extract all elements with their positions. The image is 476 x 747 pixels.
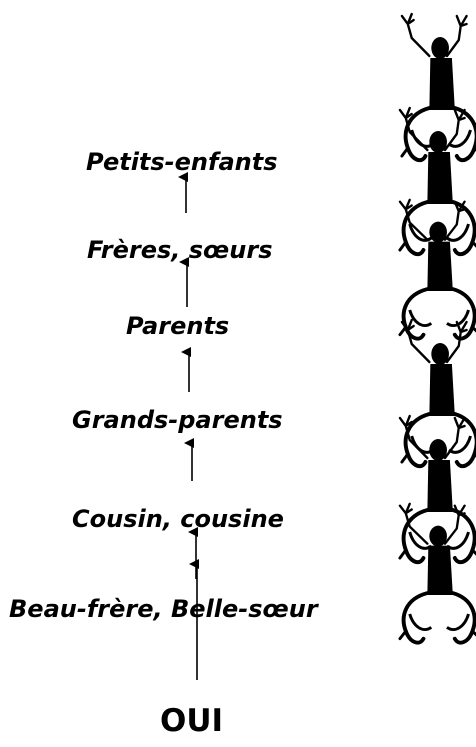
level-grands-parents: Grands-parents [72,406,283,434]
acrobat-figure-3 [397,197,476,341]
level-cousin-cousine: Cousin, cousine [72,505,284,533]
level-beau-frere-belle-soeur: Beau-frère, Belle-sœur [9,595,318,623]
answer-oui: OUI [160,703,224,739]
level-petits-enfants: Petits-enfants [86,148,278,176]
level-freres-soeurs: Frères, sœurs [87,236,273,264]
acrobat-figure-6 [397,501,476,645]
level-parents: Parents [126,312,230,340]
